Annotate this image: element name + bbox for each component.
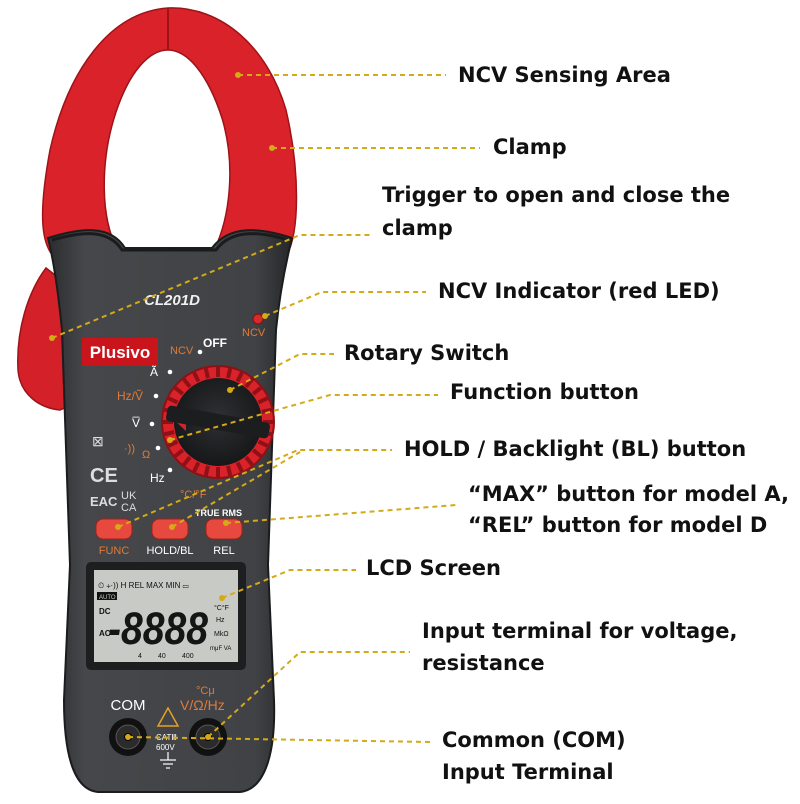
cat-voltage: 600V: [156, 743, 175, 752]
label-rotary-switch: Rotary Switch: [344, 341, 510, 365]
rel-label: REL: [213, 545, 234, 557]
label-function-button: Function button: [450, 380, 640, 404]
rotary-switch[interactable]: [161, 365, 275, 479]
leader-trigger: [51, 234, 370, 339]
weee-icon: ⊠: [92, 433, 104, 449]
lcd-unit-hz: Hz: [216, 617, 225, 624]
ukca-mark-1: UK: [121, 490, 137, 502]
label-hold-button: HOLD / Backlight (BL) button: [404, 437, 747, 461]
lcd-screen: ⏲ ⧾·)) H REL MAX MIN ▭ AUTO DC AC -8888 …: [86, 562, 246, 670]
dial-ncv: NCV: [170, 345, 194, 357]
ground-icon: [160, 752, 176, 769]
brand-name: Plusivo: [90, 343, 150, 362]
dial-position-dots: [149, 349, 203, 473]
jaw-collar: [51, 232, 289, 252]
label-max-line-2: “REL” button for model D: [468, 513, 768, 537]
dial-amps: Ã: [150, 365, 158, 379]
dial-hz-v: Hz/Ṽ: [117, 389, 143, 403]
func-label: FUNC: [99, 545, 130, 557]
model-label: CL201D: [144, 292, 200, 309]
ncv-led: [252, 313, 264, 325]
lcd-auto: AUTO: [99, 595, 116, 601]
brand-badge: [82, 338, 158, 366]
eac-mark: EAC: [90, 494, 118, 509]
label-input-line-2: resistance: [422, 651, 545, 675]
dial-hz: Hz: [150, 471, 165, 485]
lcd-top-row: ⏲ ⧾·)) H REL MAX MIN ▭: [98, 581, 189, 590]
leader-lcd: [221, 569, 356, 599]
lcd-dc: DC: [99, 607, 111, 616]
label-ncv-indicator: NCV Indicator (red LED): [438, 279, 720, 303]
leader-hold-2: [171, 451, 301, 528]
lcd-digits: -8888: [108, 603, 208, 654]
label-trigger-line-2: clamp: [382, 216, 453, 240]
dial-off: OFF: [203, 336, 227, 350]
label-trigger-line-1: Trigger to open and close the: [382, 183, 731, 207]
hold-label: HOLD/BL: [146, 545, 193, 557]
label-lcd-screen: LCD Screen: [366, 556, 501, 580]
leader-rotary: [229, 353, 334, 391]
lcd-ac: AC: [99, 629, 111, 638]
lcd-unit-misc: mμF VA: [210, 646, 231, 652]
ce-mark: CE: [90, 465, 118, 487]
label-input-line-1: Input terminal for voltage,: [422, 619, 738, 643]
clamp-jaw: [41, 7, 298, 263]
ncv-led-label: NCV: [242, 327, 266, 339]
v-terminal-label: V/Ω/Hz: [180, 697, 225, 713]
warning-icon: [156, 706, 180, 727]
ukca-mark-2: CA: [121, 502, 137, 514]
lcd-unit-temp: °C°F: [214, 604, 229, 612]
rel-button[interactable]: [205, 518, 243, 540]
leader-hold: [117, 449, 392, 528]
label-com-line-1: Common (COM): [442, 728, 626, 752]
v-terminal-top-label: °Cμ: [196, 685, 215, 697]
lcd-scale-400: 400: [182, 653, 194, 660]
leader-input: [207, 651, 410, 738]
func-button[interactable]: [95, 518, 133, 540]
com-label: COM: [111, 697, 146, 714]
label-com-line-2: Input Terminal: [442, 760, 614, 784]
label-max-line-1: “MAX” button for model A,: [468, 482, 789, 506]
label-ncv-sensing-area: NCV Sensing Area: [458, 63, 671, 87]
dial-ohm: Ω: [142, 449, 150, 461]
dial-v-dc: V̅: [132, 416, 140, 430]
true-rms-label: TRUE RMS: [195, 508, 242, 518]
leader-ncv-led: [264, 291, 426, 317]
lcd-unit-ohm: MkΩ: [214, 631, 229, 638]
leader-lines: [51, 74, 480, 743]
leader-max-rel: [225, 504, 457, 524]
dial-cont: ·)): [124, 443, 135, 455]
label-clamp: Clamp: [493, 135, 567, 159]
lcd-scale-40: 40: [158, 653, 166, 660]
leader-dots: [49, 72, 275, 740]
lcd-scale-4: 4: [138, 653, 142, 660]
leader-function: [169, 394, 438, 441]
